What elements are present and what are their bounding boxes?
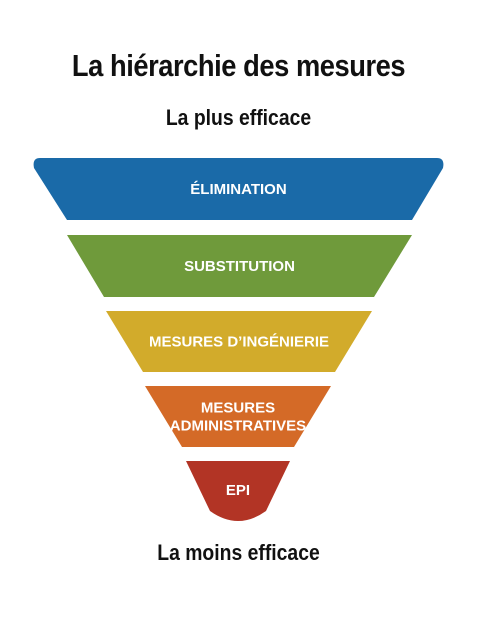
level-ppe: EPI	[186, 461, 290, 521]
level-engineering-controls-label: MESURES D’INGÉNIERIE	[149, 334, 329, 351]
level-substitution-label: SUBSTITUTION	[184, 258, 295, 275]
level-substitution-band	[67, 235, 412, 297]
level-elimination: ÉLIMINATION	[33, 158, 444, 220]
level-administrative-controls-band	[145, 386, 331, 447]
level-elimination-label: ÉLIMINATION	[190, 181, 286, 198]
level-ppe-band	[186, 461, 290, 521]
level-engineering-controls-band	[106, 311, 372, 372]
level-administrative-controls-label: ADMINISTRATIVES	[170, 418, 306, 435]
level-engineering-controls: MESURES D’INGÉNIERIE	[106, 311, 372, 372]
most-effective-caption: La plus efficace	[165, 105, 312, 130]
level-substitution: SUBSTITUTION	[67, 235, 412, 297]
level-administrative-controls-label: MESURES	[201, 400, 275, 417]
level-elimination-band	[33, 158, 444, 220]
diagram-title: La hiérarchie des mesures	[71, 48, 406, 83]
least-effective-caption: La moins efficace	[157, 540, 320, 565]
level-ppe-label: EPI	[226, 482, 250, 499]
